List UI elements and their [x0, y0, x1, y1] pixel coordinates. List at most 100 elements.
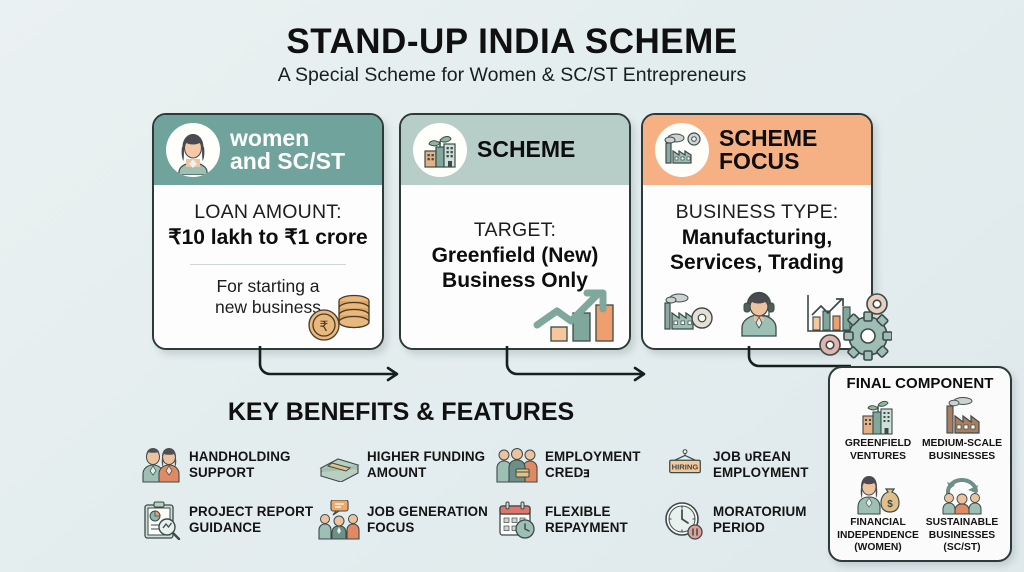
final-item-line2: INDEPENDENCE: [837, 529, 919, 541]
benefit-higher-funding-amount: HIGHER FUNDING AMOUNT: [318, 437, 496, 492]
woman-moneybag-icon: $: [854, 474, 902, 516]
bar-chart-arrow-icon: [801, 291, 857, 342]
card1-note-line1: For starting a: [216, 275, 320, 296]
svg-text:₹: ₹: [320, 318, 329, 334]
benefit-line2: FOCUS: [367, 519, 415, 535]
benefit-label: JOB ᴜREAN EMPLOYMENT: [713, 449, 808, 481]
benefit-line1: MORATORIUM: [713, 503, 807, 519]
card3-header: SCHEME FOCUS: [643, 115, 871, 185]
connector-card1-to-card2: [258, 346, 399, 382]
factory-gear-icon: [657, 291, 717, 342]
benefit-line1: FLEXIBLE: [545, 503, 611, 519]
final-item-label: FINANCIAL INDEPENDENCE (WOMEN): [837, 517, 919, 555]
page-title: STAND-UP INDIA SCHEME: [286, 22, 738, 61]
card1-header-label: women and SC/ST: [230, 124, 345, 174]
final-item-line2: BUSINESSES: [928, 450, 996, 462]
cash-bundle-icon: [318, 444, 360, 486]
group-people-icon: [496, 444, 538, 486]
card3-header-label: SCHEME FOCUS: [719, 126, 817, 174]
growth-arrow-bar-chart-icon: [531, 281, 627, 348]
final-item-financial-independence-women: $ FINANCIAL INDEPENDENCE (WOMEN): [836, 474, 920, 555]
final-item-line3: (SC/ST): [943, 542, 981, 554]
benefit-label: MORATORIUM PERIOD: [713, 504, 807, 536]
final-item-line1: MEDIUM-SCALE: [921, 438, 1003, 449]
card2-label: TARGET:: [473, 219, 557, 241]
plant-buildings-icon: [413, 123, 467, 177]
card1-label: LOAN AMOUNT:: [194, 201, 342, 223]
benefit-line2: CREDⱻ: [545, 464, 591, 480]
plant-buildings-icon: [856, 395, 900, 437]
card3-value-line1: Manufacturing,: [681, 226, 833, 249]
connector-card2-to-card3: [505, 346, 646, 382]
clipboard-report-icon: [140, 499, 182, 541]
benefit-line2: SUPPORT: [189, 464, 255, 480]
final-item-line2: VENTURES: [849, 450, 907, 462]
benefit-label: HIGHER FUNDING AMOUNT: [367, 449, 485, 481]
support-agent-icon: [732, 291, 786, 342]
divider: [190, 263, 346, 265]
benefit-line2: EMPLOYMENT: [713, 464, 809, 480]
card-scheme: SCHEME TARGET: Greenfield (New) Business…: [399, 113, 631, 350]
benefit-line1: HANDHOLDING: [189, 448, 291, 464]
benefit-label: HANDHOLDING SUPPORT: [189, 449, 291, 481]
benefit-label: FLEXIBLE REPAYMENT: [545, 504, 628, 536]
card2-value: Greenfield (New) Business Only: [411, 244, 619, 293]
final-item-greenfield-ventures: GREENFIELD VENTURES: [836, 395, 920, 474]
final-component-grid: GREENFIELD VENTURES: [836, 395, 1004, 555]
final-item-label: SUSTAINABLE BUSINESSES (SC/ST): [926, 517, 998, 555]
sustainable-group-icon: [938, 474, 986, 516]
benefit-label: EMPLOYMENT CREDⱻ: [545, 449, 640, 481]
factory-gear-icon: [655, 123, 709, 177]
final-item-line1: GREENFIELD: [844, 438, 912, 449]
final-item-line3: (WOMEN): [854, 542, 902, 554]
benefits-title: KEY BENEFITS & FEATURES: [227, 398, 575, 426]
benefit-label: JOB GENERATION FOCUS: [367, 504, 488, 536]
calendar-clock-icon: [496, 499, 538, 541]
card1-body: LOAN AMOUNT: ₹10 lakh to ₹1 crore For st…: [154, 185, 382, 348]
card2-value-line2: Business Only: [442, 268, 588, 292]
benefit-line1: JOB ᴜREAN: [713, 448, 791, 464]
svg-text:HIRING: HIRING: [672, 462, 699, 471]
benefit-line1: JOB GENERATION: [367, 503, 488, 519]
svg-text:$: $: [887, 499, 893, 510]
card2-value-line1: Greenfield (New): [431, 244, 599, 267]
benefit-line1: PROJECT REPORT: [189, 503, 314, 519]
benefit-moratorium-period: MORATORIUM PERIOD: [664, 492, 820, 547]
card3-value: Manufacturing, Services, Trading: [653, 226, 861, 275]
card3-label: BUSINESS TYPE:: [675, 201, 839, 223]
card2-body: TARGET: Greenfield (New) Business Only: [401, 185, 629, 348]
benefit-label: PROJECT REPORT GUIDANCE: [189, 504, 313, 536]
factory-icon: [939, 395, 985, 437]
card3-body: BUSINESS TYPE: Manufacturing, Services, …: [643, 185, 871, 348]
final-item-label: GREENFIELD VENTURES: [845, 438, 911, 463]
final-item-line1: FINANCIAL: [850, 517, 906, 529]
final-item-line1: SUSTAINABLE: [925, 517, 999, 529]
benefit-job-urean-employment: HIRING JOB ᴜREAN EMPLOYMENT: [664, 437, 820, 492]
benefit-job-generation-focus: JOB GENERATION FOCUS: [318, 492, 496, 547]
benefit-line1: HIGHER FUNDING: [367, 448, 486, 464]
gears-icon: [806, 288, 893, 371]
card1-note-line2: new business: [214, 297, 322, 318]
benefit-project-report-guidance: PROJECT REPORT GUIDANCE: [140, 492, 318, 547]
card3-icon-row: [643, 291, 871, 342]
card1-header-line1: women: [230, 124, 310, 151]
people-chat-icon: [318, 499, 360, 541]
benefit-line1: EMPLOYMENT: [545, 448, 641, 464]
woman-avatar-icon: [166, 123, 220, 177]
benefit-line2: GUIDANCE: [189, 519, 262, 535]
benefit-line2: AMOUNT: [367, 464, 427, 480]
card2-header-label: SCHEME: [477, 136, 576, 163]
two-people-icon: [140, 444, 182, 486]
clock-pause-icon: [664, 499, 706, 541]
final-item-medium-scale-businesses: MEDIUM-SCALE BUSINESSES: [920, 395, 1004, 474]
benefit-line2: REPAYMENT: [545, 519, 628, 535]
stacked-rupee-coins-icon: ₹: [302, 285, 380, 348]
final-component-title: FINAL COMPONENT: [846, 375, 994, 392]
benefits-grid: HANDHOLDING SUPPORT HIGHER FUNDING AMOUN…: [140, 437, 820, 547]
page-subtitle: A Special Scheme for Women & SC/ST Entre…: [277, 64, 747, 86]
final-item-sustainable-businesses-sc-st: SUSTAINABLE BUSINESSES (SC/ST): [920, 474, 1004, 555]
card2-header: SCHEME: [401, 115, 629, 185]
card3-value-line2: Services, Trading: [670, 250, 844, 274]
benefit-line2: PERIOD: [713, 519, 765, 535]
